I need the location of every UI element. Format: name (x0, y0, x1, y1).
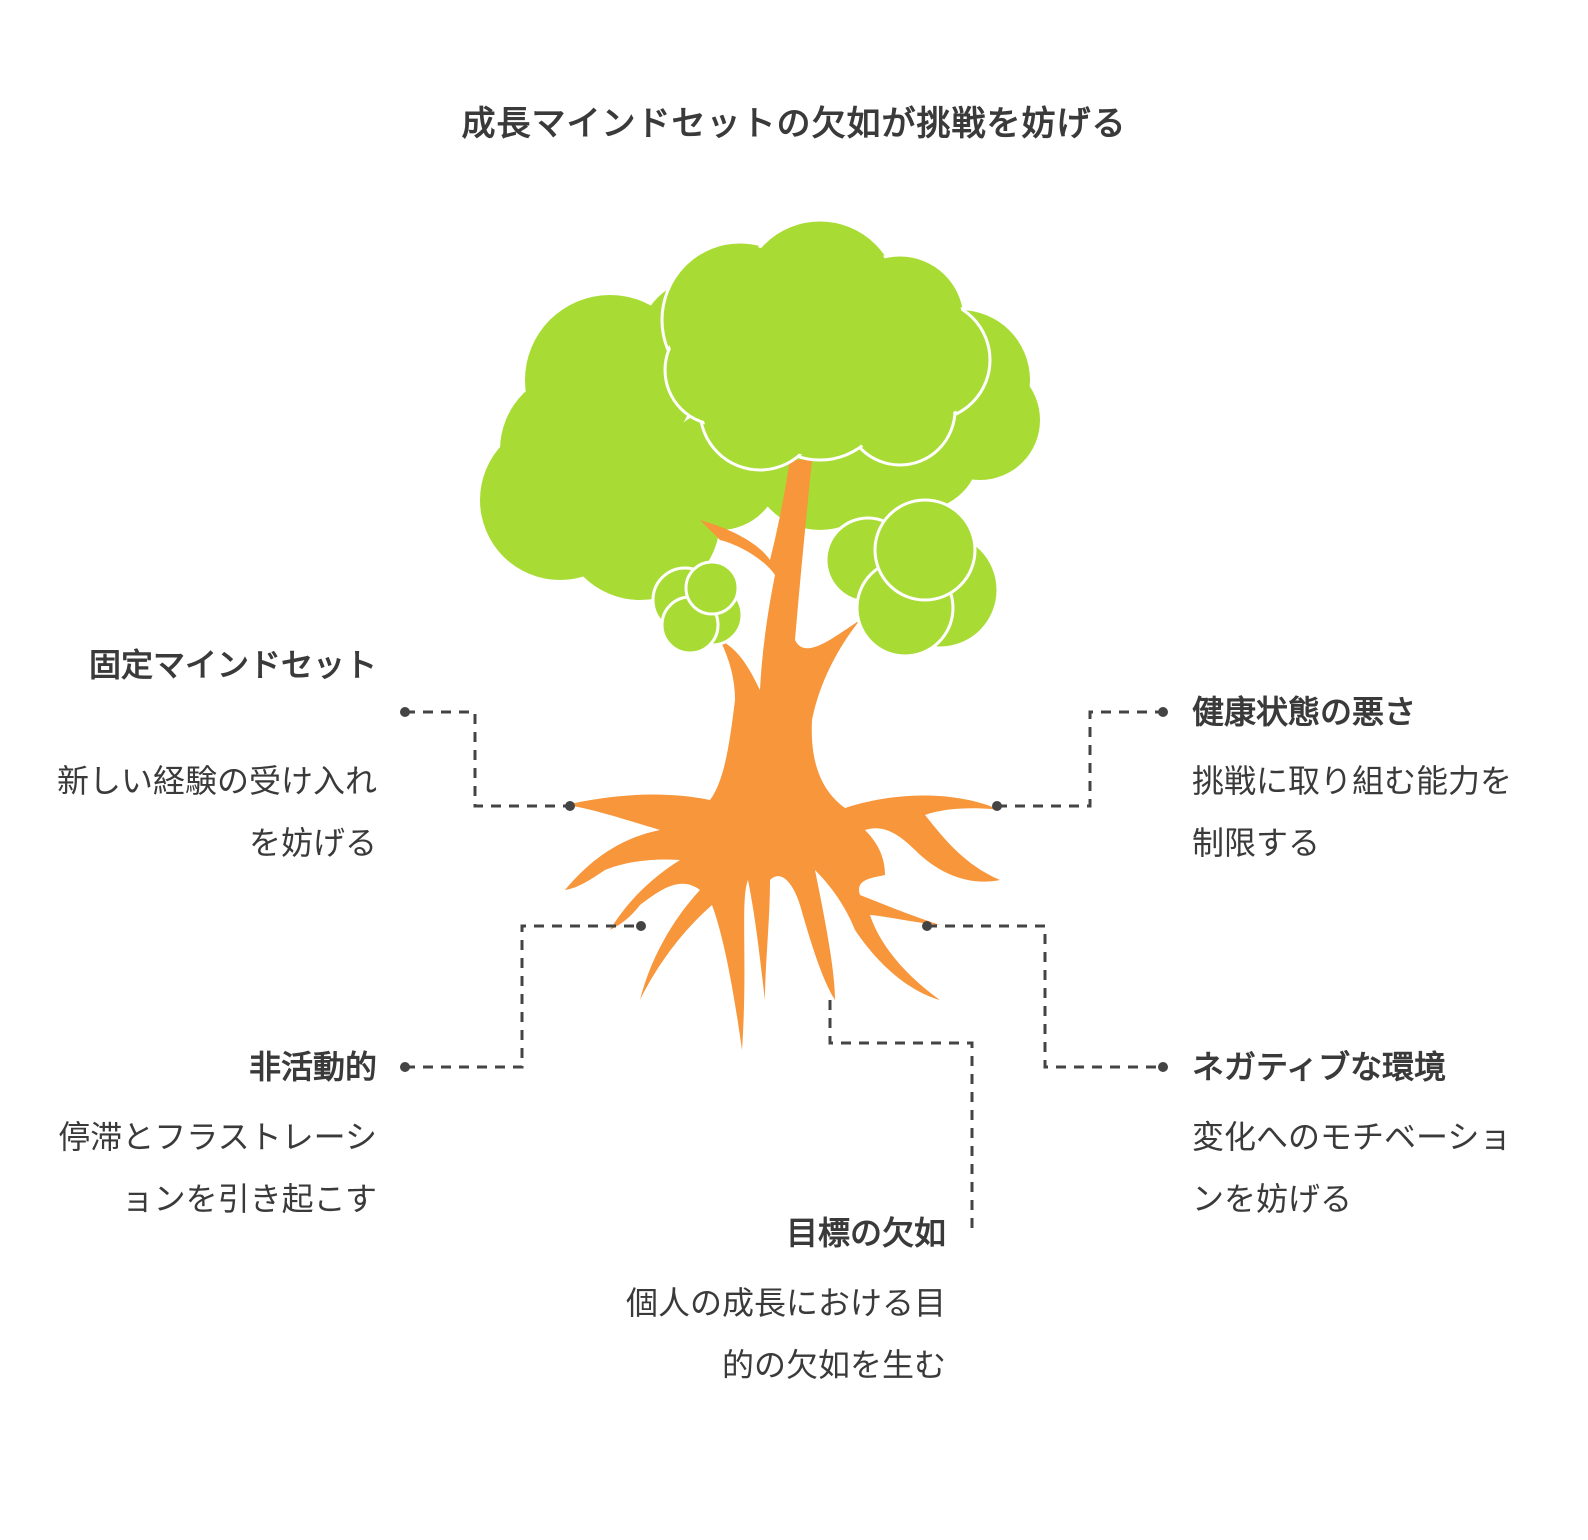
dot-fixed-mindset-start (565, 801, 575, 811)
dot-fixed-mindset-end (400, 707, 410, 717)
item-label-poor-health: 健康状態の悪さ (1192, 685, 1522, 739)
item-label-fixed-mindset: 固定マインドセット (55, 638, 377, 692)
connector-poor-health (997, 712, 1160, 806)
connector-goals (830, 1000, 972, 1235)
dot-inactivity-end (400, 1062, 410, 1072)
dot-poor-health-end (1158, 707, 1168, 717)
dot-negative-env-end (1158, 1062, 1168, 1072)
item-desc-lack-of-goals: 個人の成長における目的の欠如を生む (620, 1272, 946, 1396)
dot-poor-health-start (992, 801, 1002, 811)
connector-inactivity (405, 926, 641, 1067)
dot-inactivity-start (636, 921, 646, 931)
item-label-lack-of-goals: 目標の欠如 (620, 1206, 946, 1260)
item-label-negative-environment: ネガティブな環境 (1192, 1040, 1522, 1094)
foliage-crown-fill (665, 223, 987, 467)
dot-negative-env-start (922, 921, 932, 931)
item-desc-poor-health: 挑戦に取り組む能力を制限する (1192, 750, 1522, 874)
item-desc-inactivity: 停滞とフラストレーションを引き起こす (55, 1106, 377, 1230)
item-desc-negative-environment: 変化へのモチベーションを妨げる (1192, 1106, 1522, 1230)
connector-fixed-mindset (405, 712, 570, 806)
item-desc-fixed-mindset: 新しい経験の受け入れを妨げる (55, 750, 377, 874)
connector-negative-env (927, 926, 1160, 1067)
item-label-inactivity: 非活動的 (55, 1040, 377, 1094)
